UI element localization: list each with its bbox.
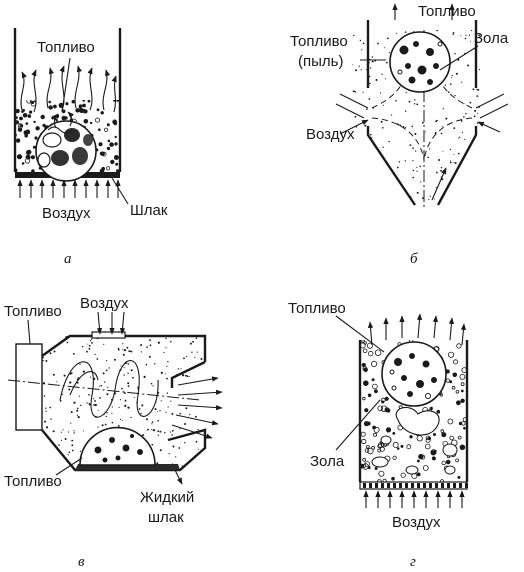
panel-b-jet-right-lower [423, 117, 473, 161]
panel-b-right-hopper [436, 126, 478, 206]
panel-v-air-label: Воздух [80, 295, 129, 312]
panel-v-fuel-top-leader [27, 319, 31, 345]
panel-b-ash-leader [439, 45, 479, 71]
panel-b-air-arrow-right [477, 121, 501, 133]
panel-b-particles [397, 41, 443, 85]
panel-a-grate-furnace: Топливо Воздух Шлак а [13, 28, 168, 267]
panel-v-fuel-bottom-label: Топливо [4, 473, 62, 490]
panel-v-cyclone-furnace: Топливо Воздух Топливо Жидкий шлак в [4, 295, 223, 570]
panel-g-distributor-pattern [363, 483, 468, 488]
panel-a-slag-leader [111, 177, 129, 205]
panel-g-caption: г [410, 554, 416, 570]
panel-v-slag-label-2: шлак [148, 509, 184, 526]
panel-b-particle-zone [389, 31, 451, 93]
panel-b-jet-left-lower [371, 117, 425, 161]
panel-a-fuel-label: Топливо [37, 39, 95, 56]
panel-b-fuel-label: Топливо [418, 3, 476, 20]
panel-v-swirl [59, 360, 159, 418]
panel-v-bottom-wall [41, 428, 207, 472]
panel-v-top-left-wall [41, 334, 92, 357]
panel-v-exit-upper-lip [170, 360, 206, 388]
panel-b-left-burner [335, 93, 369, 119]
panel-v-fuel-particles [94, 434, 143, 463]
panel-g-fluidized-bed: Топливо Зола Воздух г [288, 300, 469, 570]
panel-a-gas-arrows [20, 65, 117, 129]
panel-a-slag-label: Шлак [130, 202, 168, 219]
panel-a-burning-particles [37, 126, 93, 168]
panel-v-top-right-wall [125, 334, 207, 362]
panel-b-right-burner [475, 93, 509, 119]
panel-a-fuel-lump-zone [35, 120, 97, 182]
panel-b-pulverized-furnace: Топливо Топливо (пыль) Зола Воздух б [290, 3, 509, 267]
panel-g-bubbles [371, 406, 458, 475]
panel-v-fuel-bottom-leader [55, 457, 83, 476]
panel-b-dust-label-2: (пыль) [298, 53, 343, 70]
panel-v-swirl-inner [69, 371, 99, 396]
panel-g-ash-label: Зола [310, 453, 345, 470]
panel-v-air-inlet [91, 331, 126, 339]
panel-b-left-hopper [366, 126, 416, 206]
panel-v-fuel-zone [79, 426, 156, 466]
panel-b-ash-label: Зола [474, 30, 509, 47]
panel-v-fuel-top-label: Топливо [4, 303, 62, 320]
panel-v-feed-box [15, 343, 43, 431]
panel-g-air-arrows [363, 490, 465, 508]
panel-g-up-arrows [367, 313, 467, 346]
panel-v-axis [7, 379, 201, 401]
panel-g-ash-leader [335, 399, 381, 451]
panel-b-dust-label-1: Топливо [290, 33, 348, 50]
panel-a-air-arrows [17, 179, 121, 198]
panel-v-air-arrow-1 [96, 311, 103, 335]
panel-v-slag-arrow [174, 469, 183, 485]
panel-a-air-label: Воздух [42, 205, 91, 222]
panel-g-fuel-label: Топливо [288, 300, 346, 317]
panel-a-caption: а [64, 251, 72, 267]
panel-v-air-arrow-3 [119, 311, 126, 335]
panel-b-air-arrow [339, 119, 369, 135]
panel-a-fuel-leader [61, 57, 71, 113]
panel-b-caption: б [410, 251, 418, 267]
panel-b-air-label: Воздух [306, 126, 355, 143]
panel-g-fuel-leader [335, 315, 385, 353]
panel-g-air-label: Воздух [392, 514, 441, 531]
panel-v-caption: в [78, 554, 85, 570]
panel-g-zone-particles [389, 353, 437, 399]
panel-v-exit-arrows [171, 376, 223, 439]
panel-b-hopper-arrow [431, 167, 447, 201]
panel-v-slag-label-1: Жидкий [140, 489, 194, 506]
